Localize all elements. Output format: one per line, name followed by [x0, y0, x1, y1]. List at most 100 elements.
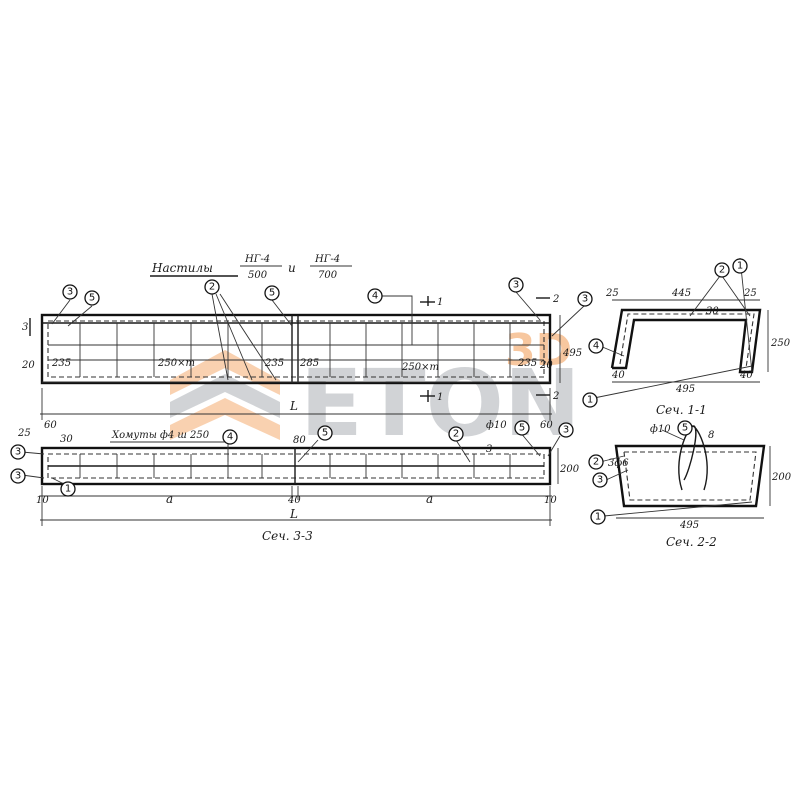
- svg-text:40: 40: [739, 370, 753, 381]
- svg-text:20: 20: [21, 360, 35, 371]
- title-conj: и: [288, 261, 296, 275]
- callout-bubble: 1: [582, 392, 598, 408]
- svg-text:200: 200: [771, 472, 792, 483]
- svg-text:5: 5: [89, 293, 95, 304]
- svg-text:250: 250: [770, 338, 791, 349]
- svg-text:495: 495: [562, 348, 582, 359]
- svg-text:2: 2: [593, 457, 599, 468]
- svg-text:445: 445: [671, 288, 691, 299]
- svg-text:60: 60: [44, 420, 57, 431]
- svg-text:5: 5: [519, 423, 525, 434]
- callout-bubble: 3: [62, 284, 78, 300]
- callout-bubble: 5: [264, 285, 280, 301]
- drawing-title: Настилы НГ-4 500 и НГ-4 700: [150, 254, 352, 281]
- callout-bubble: 3: [508, 277, 524, 293]
- svg-text:200: 200: [559, 464, 580, 475]
- svg-text:4: 4: [593, 341, 599, 352]
- title-mark1-bottom: 500: [248, 270, 268, 281]
- svg-text:a: a: [166, 492, 173, 506]
- callout-bubble: 2: [588, 454, 604, 470]
- svg-text:4: 4: [227, 432, 233, 443]
- svg-text:40: 40: [287, 495, 301, 506]
- callout-bubble: 2: [448, 426, 464, 442]
- callout-bubble: 4: [588, 338, 604, 354]
- svg-text:235: 235: [517, 358, 537, 369]
- svg-text:3: 3: [563, 425, 569, 436]
- svg-text:3: 3: [22, 322, 28, 333]
- svg-text:30: 30: [60, 434, 73, 445]
- svg-text:1: 1: [587, 395, 593, 406]
- svg-text:2: 2: [719, 265, 725, 276]
- title-mark2-bottom: 700: [318, 270, 338, 281]
- callout-bubble: 5: [317, 425, 333, 441]
- svg-text:20: 20: [539, 360, 553, 371]
- section-2-2: 5 2 3 1 ф10 8 3ф6 200 495 Сеч. 2-2: [588, 420, 792, 549]
- svg-text:30: 30: [706, 306, 719, 317]
- title-prefix: Настилы: [151, 261, 213, 275]
- elevation-callouts: 3 3 1 4 5 2 5 3: [10, 420, 574, 497]
- stirrups-label: Хомуты ф4 ш 250: [111, 430, 210, 441]
- svg-text:5: 5: [322, 428, 328, 439]
- callout-bubble: 5: [677, 420, 693, 436]
- plan-view: 3 5 2 5 4 3 3 235 250×m 235 285 250×m 23…: [21, 277, 593, 420]
- svg-text:L: L: [289, 399, 298, 413]
- svg-text:L: L: [289, 507, 298, 521]
- svg-text:3: 3: [486, 444, 492, 455]
- plan-callouts: 3 5 2 5 4 3 3: [62, 277, 593, 307]
- callout-bubble: 5: [84, 290, 100, 306]
- caption-section-3-3: Сеч. 3-3: [262, 529, 313, 543]
- svg-text:1: 1: [437, 392, 443, 403]
- svg-text:2: 2: [209, 282, 215, 293]
- title-mark2-top: НГ-4: [314, 254, 340, 265]
- plan-dimension-labels: 235 250×m 235 285 250×m 235 20 20 L 495 …: [21, 294, 582, 413]
- watermark-word: ETON: [300, 350, 581, 457]
- svg-text:2: 2: [453, 429, 459, 440]
- svg-text:3: 3: [67, 287, 73, 298]
- svg-text:495: 495: [675, 384, 695, 395]
- svg-text:10: 10: [544, 495, 557, 506]
- svg-text:25: 25: [743, 288, 757, 299]
- callout-bubble: 1: [60, 481, 76, 497]
- svg-text:250×m: 250×m: [157, 358, 195, 369]
- svg-text:3: 3: [15, 471, 21, 482]
- callout-bubble: 4: [222, 429, 238, 445]
- section-2-2-labels: ф10 8 3ф6 200 495 Сеч. 2-2: [608, 424, 792, 549]
- svg-text:ф10: ф10: [486, 420, 507, 431]
- callout-bubble: 1: [732, 258, 748, 274]
- svg-text:3: 3: [597, 475, 603, 486]
- svg-text:5: 5: [682, 423, 688, 434]
- svg-text:250×m: 250×m: [401, 362, 439, 373]
- caption-section-2-2: Сеч. 2-2: [666, 535, 717, 549]
- svg-text:25: 25: [605, 288, 619, 299]
- callout-bubble: 2: [714, 262, 730, 278]
- title-mark1-top: НГ-4: [244, 254, 270, 265]
- callout-bubble: 3: [592, 472, 608, 488]
- elevation-labels: Хомуты ф4 ш 250 25 60 30 10 a 40 a 10 L …: [17, 420, 580, 543]
- svg-text:10: 10: [36, 495, 49, 506]
- callout-bubble: 3: [577, 291, 593, 307]
- svg-text:ф10: ф10: [650, 424, 671, 435]
- caption-section-1-1: Сеч. 1-1: [656, 403, 707, 417]
- callout-bubble: 3: [10, 468, 26, 484]
- elevation-section-3-3: 3 3 1 4 5 2 5 3 Хомуты ф4 ш 250 25 60 30…: [10, 420, 580, 543]
- svg-text:1: 1: [737, 261, 743, 272]
- callout-bubble: 1: [590, 509, 606, 525]
- section-1-1-labels: 25 445 25 30 250 40 40 495 Сеч. 1-1: [605, 288, 791, 417]
- svg-text:285: 285: [299, 358, 319, 369]
- svg-text:1: 1: [595, 512, 601, 523]
- svg-text:3ф6: 3ф6: [608, 458, 629, 469]
- svg-text:495: 495: [679, 520, 699, 531]
- callout-bubble: 3: [10, 444, 26, 460]
- svg-text:25: 25: [17, 428, 31, 439]
- callout-bubble: 2: [204, 279, 220, 295]
- svg-text:a: a: [426, 492, 433, 506]
- watermark: ETON 3D: [170, 325, 581, 457]
- section-2-2-callouts: 5 2 3 1: [588, 420, 693, 525]
- svg-text:5: 5: [269, 288, 275, 299]
- svg-text:3: 3: [582, 294, 588, 305]
- svg-text:80: 80: [293, 435, 306, 446]
- svg-text:1: 1: [437, 297, 443, 308]
- watermark-badge: 3D: [505, 325, 572, 376]
- svg-text:40: 40: [611, 370, 625, 381]
